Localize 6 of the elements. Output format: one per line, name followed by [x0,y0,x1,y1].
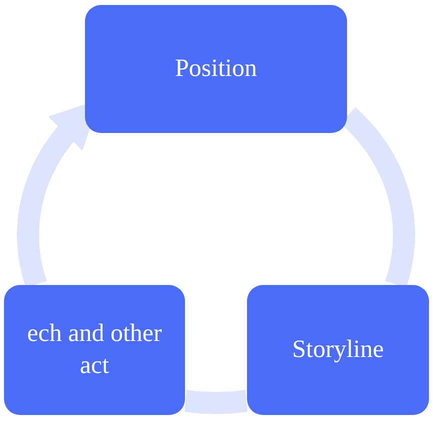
box-label: Storyline [292,334,384,365]
process-box [85,5,347,133]
box-label: Position [175,54,257,84]
process-box [4,285,185,415]
process-box [247,285,429,415]
box-label: ech and other act [26,318,163,381]
